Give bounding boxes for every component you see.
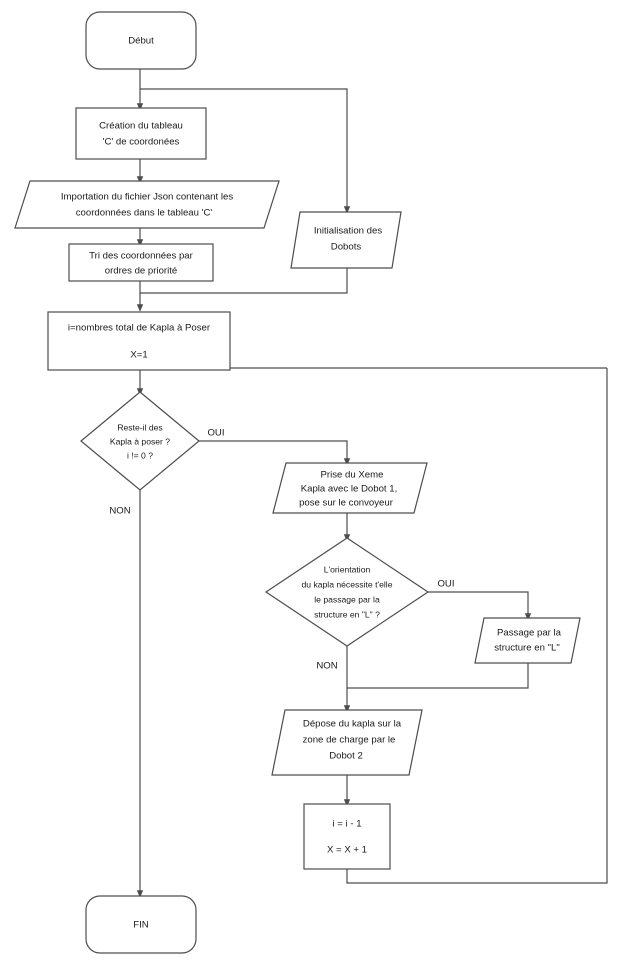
connector-layer bbox=[136, 69, 608, 898]
edge-label-reste-oui: OUI bbox=[207, 428, 224, 439]
decision-orientation-line4: structure en "L" ? bbox=[314, 609, 380, 619]
edge-label-orientation-non: NON bbox=[316, 661, 337, 672]
creation-tableau-line1: Création du tableau bbox=[99, 121, 183, 132]
prise-kapla-line1: Prise du Xeme bbox=[321, 470, 384, 481]
edge-orientation-oui-to-passage bbox=[428, 591, 532, 621]
edge-label-orientation-oui: OUI bbox=[437, 579, 454, 590]
start-shape bbox=[85, 11, 197, 70]
tri-line1: Tri des coordonnées par bbox=[89, 251, 193, 262]
init-dobots-line1: Initialisation des bbox=[314, 226, 382, 237]
depose-kapla-line2: zone de charge par le bbox=[303, 735, 396, 746]
maj-compteurs-line2: X = X + 1 bbox=[327, 845, 367, 856]
creation-tableau-line2: 'C' de coordonées bbox=[103, 137, 180, 148]
edge-maj-loop-back bbox=[346, 368, 608, 884]
edge-start-to-init-dobots bbox=[140, 88, 351, 214]
node-depose-kapla[interactable]: Dépose du kapla sur la zone de charge pa… bbox=[271, 709, 423, 776]
node-decision-orientation[interactable]: L'orientation du kapla nécessite t'elle … bbox=[264, 537, 430, 647]
node-init-compteurs[interactable]: i=nombres total de Kapla à Poser X=1 bbox=[47, 311, 231, 371]
edge-decision-oui-to-prise bbox=[199, 440, 351, 466]
depose-kapla-line3: Dobot 2 bbox=[329, 751, 363, 762]
maj-compteurs-shape bbox=[303, 803, 391, 870]
decision-orientation-line3: le passage par la bbox=[314, 594, 380, 604]
prise-kapla-line2: Kapla avec le Dobot 1, bbox=[301, 484, 398, 495]
passage-structure-shape bbox=[474, 617, 581, 664]
init-compteurs-line1: i=nombres total de Kapla à Poser bbox=[68, 323, 211, 334]
node-importation[interactable]: Importation du fichier Json contenant le… bbox=[14, 180, 280, 229]
edge-passage-to-depose bbox=[347, 663, 529, 689]
decision-reste-line1: Reste-il des bbox=[117, 422, 162, 432]
node-prise-kapla[interactable]: Prise du Xeme Kapla avec le Dobot 1, pos… bbox=[272, 462, 428, 514]
node-maj-compteurs[interactable]: i = i - 1 X = X + 1 bbox=[303, 803, 391, 870]
node-decision-reste[interactable]: Reste-il des Kapla à poser ? i != 0 ? bbox=[80, 391, 200, 491]
init-compteurs-shape bbox=[47, 311, 231, 371]
depose-kapla-shape bbox=[271, 709, 423, 776]
end-shape bbox=[85, 895, 197, 954]
prise-kapla-shape bbox=[272, 462, 428, 514]
importation-line1: Importation du fichier Json contenant le… bbox=[61, 192, 233, 203]
end-label: FIN bbox=[133, 920, 149, 931]
decision-orientation-line1: L'orientation bbox=[324, 564, 371, 574]
decision-orientation-shape bbox=[264, 537, 430, 647]
init-compteurs-line2: X=1 bbox=[130, 350, 147, 361]
importation-shape bbox=[14, 180, 280, 229]
passage-structure-line2: structure en "L" bbox=[494, 643, 559, 654]
importation-line2: coordonnées dans le tableau 'C' bbox=[76, 208, 213, 219]
tri-shape bbox=[68, 243, 214, 282]
tri-line2: ordres de priorité bbox=[105, 266, 178, 277]
node-init-dobots[interactable]: Initialisation des Dobots bbox=[290, 211, 402, 269]
depose-kapla-line1: Dépose du kapla sur la bbox=[303, 719, 402, 730]
decision-reste-shape bbox=[80, 391, 200, 491]
maj-compteurs-line1: i = i - 1 bbox=[332, 819, 361, 830]
decision-orientation-line2: du kapla nécessite t'elle bbox=[302, 579, 393, 589]
node-end[interactable]: FIN bbox=[85, 895, 197, 954]
init-dobots-shape bbox=[290, 211, 402, 269]
node-start[interactable]: Début bbox=[85, 11, 197, 70]
decision-reste-line3: i != 0 ? bbox=[127, 450, 153, 460]
prise-kapla-line3: pose sur le convoyeur bbox=[299, 498, 394, 509]
creation-tableau-shape bbox=[75, 107, 207, 160]
decision-reste-line2: Kapla à poser ? bbox=[110, 436, 170, 446]
init-dobots-line2: Dobots bbox=[331, 242, 362, 253]
node-creation-tableau[interactable]: Création du tableau 'C' de coordonées bbox=[75, 107, 207, 160]
edge-label-reste-non: NON bbox=[109, 506, 130, 517]
edge-init-dobots-to-init-compteurs bbox=[140, 268, 348, 294]
node-tri[interactable]: Tri des coordonnées par ordres de priori… bbox=[68, 243, 214, 282]
start-label: Début bbox=[128, 36, 154, 47]
node-passage-structure[interactable]: Passage par la structure en "L" bbox=[474, 617, 581, 664]
passage-structure-line1: Passage par la bbox=[497, 628, 562, 639]
